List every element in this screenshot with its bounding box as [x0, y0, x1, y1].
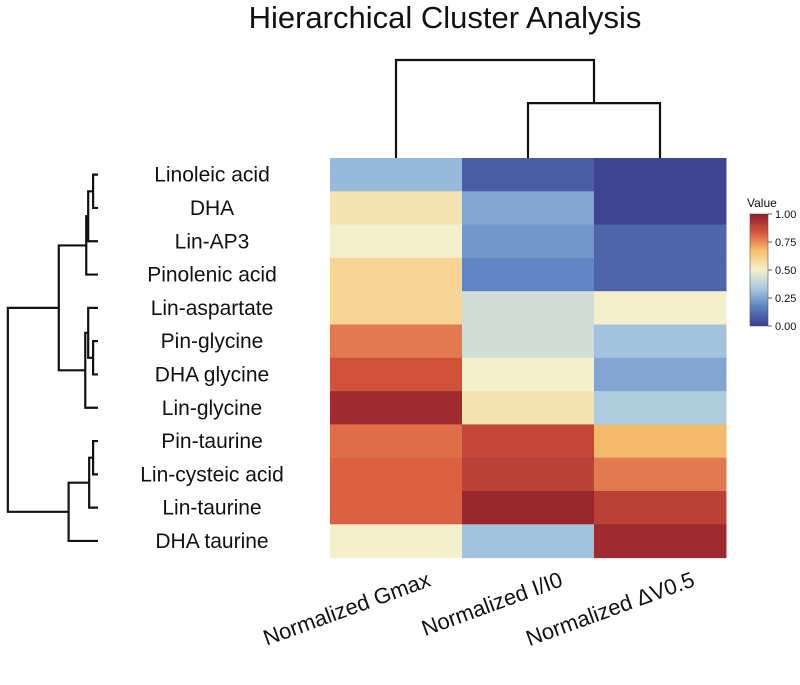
- heatmap-cell: [594, 491, 727, 525]
- dendrogram-branch: [67, 481, 98, 543]
- legend-tick-label: 1.00: [775, 209, 796, 221]
- legend-tick-label: 0.75: [775, 237, 796, 249]
- row-label: Lin-aspartate: [151, 297, 274, 320]
- heatmap-cell: [594, 524, 727, 559]
- heatmap-cell: [462, 257, 595, 292]
- heatmap-cell: [594, 158, 727, 192]
- heatmap-cell: [462, 357, 595, 392]
- heatmap-cells: [330, 158, 727, 559]
- heatmap-cell: [594, 291, 727, 325]
- dendrogram-branch: [6, 306, 69, 513]
- heatmap-cell: [594, 224, 727, 259]
- color-legend: Value 0.00 0.25 0.50 0.75 1.00: [747, 196, 796, 333]
- heatmap-cell: [594, 257, 727, 292]
- chart-title: Hierarchical Cluster Analysis: [249, 0, 642, 35]
- heatmap-cell: [462, 191, 595, 226]
- heatmap-cell: [594, 457, 727, 492]
- heatmap-cell: [462, 457, 595, 492]
- heatmap-cell: [462, 524, 595, 559]
- dendrogram-branch: [92, 340, 98, 376]
- heatmap-cell: [462, 224, 595, 259]
- heatmap-cell: [330, 357, 463, 392]
- heatmap-cell: [330, 324, 463, 359]
- heatmap-cell: [594, 391, 727, 425]
- heatmap-cell: [462, 491, 595, 525]
- dendrogram-branch: [92, 173, 98, 210]
- heatmap-cell: [462, 324, 595, 359]
- heatmap-cell: [330, 491, 463, 525]
- dendrogram-branch: [57, 244, 87, 372]
- heatmap-cell: [462, 291, 595, 325]
- heatmap-cell: [330, 191, 463, 226]
- heatmap-cell: [330, 424, 463, 459]
- row-label: Pin-glycine: [161, 330, 264, 353]
- heatmap-cell: [594, 324, 727, 359]
- heatmap-cell: [462, 158, 595, 192]
- row-label: Lin-AP3: [175, 230, 250, 253]
- dendrogram-branch: [92, 439, 98, 476]
- heatmap-cell: [330, 257, 463, 292]
- row-label: DHA: [190, 197, 234, 220]
- heatmap-cell: [330, 291, 463, 325]
- heatmap-cell: [594, 424, 727, 459]
- heatmap-cell: [330, 457, 463, 492]
- heatmap-cell: [462, 424, 595, 459]
- heatmap-cell: [594, 357, 727, 392]
- row-label: Lin-cysteic acid: [140, 463, 284, 486]
- heatmap-cell: [330, 158, 463, 192]
- row-label: Linoleic acid: [154, 164, 270, 187]
- column-label: Normalized Gmax: [260, 567, 434, 651]
- row-label: DHA glycine: [155, 363, 269, 386]
- row-label: Lin-taurine: [162, 497, 261, 520]
- row-label: Pinolenic acid: [147, 264, 277, 287]
- legend-tick-label: 0.00: [775, 321, 796, 333]
- dendrogram-branch: [526, 102, 662, 158]
- row-label: DHA taurine: [155, 530, 268, 553]
- legend-tick-label: 0.25: [775, 293, 796, 305]
- heatmap-cell: [594, 191, 727, 226]
- heatmap-cell: [330, 391, 463, 425]
- heatmap-cell: [462, 391, 595, 425]
- legend-title: Value: [747, 196, 777, 210]
- column-dendrogram: [394, 58, 662, 158]
- legend-color-bar: [749, 213, 769, 327]
- heatmap-cell: [330, 224, 463, 259]
- legend-tick-label: 0.50: [775, 265, 796, 277]
- dendrogram-branch: [394, 58, 596, 158]
- row-label: Lin-glycine: [162, 397, 262, 420]
- row-dendrogram: [6, 173, 98, 543]
- legend-ticks: 0.00 0.25 0.50 0.75 1.00: [768, 209, 796, 333]
- heatmap-cell: [330, 524, 463, 559]
- row-label: Pin-taurine: [161, 430, 263, 453]
